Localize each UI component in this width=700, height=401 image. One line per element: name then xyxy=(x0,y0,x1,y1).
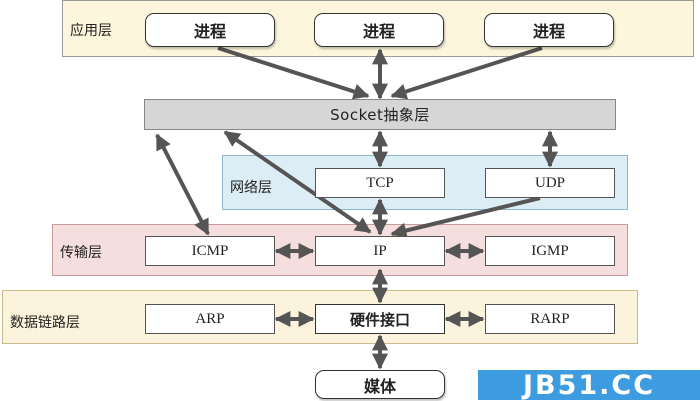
watermark-logo: JB51.CC xyxy=(478,370,700,401)
process-node-1: 进程 xyxy=(145,13,275,47)
socket-abstraction-layer: Socket抽象层 xyxy=(144,99,616,130)
transport-layer-label: 传输层 xyxy=(60,245,102,261)
arrow-socket-icmp xyxy=(155,133,210,236)
process-node-3: 进程 xyxy=(484,13,614,47)
process-node-2: 进程 xyxy=(314,13,444,47)
arrow-udp-ip xyxy=(390,196,541,239)
arrow-process1-socket xyxy=(217,46,370,100)
arrow-socket-ip xyxy=(223,130,372,234)
arp-node: ARP xyxy=(145,304,275,334)
tcp-node: TCP xyxy=(315,168,445,198)
udp-node: UDP xyxy=(485,168,615,198)
arrow-process3-socket xyxy=(390,46,543,100)
datalink-layer-label: 数据链路层 xyxy=(10,315,80,331)
hardware-interface-node: 硬件接口 xyxy=(315,304,445,334)
media-node: 媒体 xyxy=(315,370,445,399)
icmp-node: ICMP xyxy=(145,236,275,266)
rarp-node: RARP xyxy=(485,304,615,334)
igmp-node: IGMP xyxy=(485,236,615,266)
ip-node: IP xyxy=(315,236,445,266)
application-layer-label: 应用层 xyxy=(70,23,112,39)
